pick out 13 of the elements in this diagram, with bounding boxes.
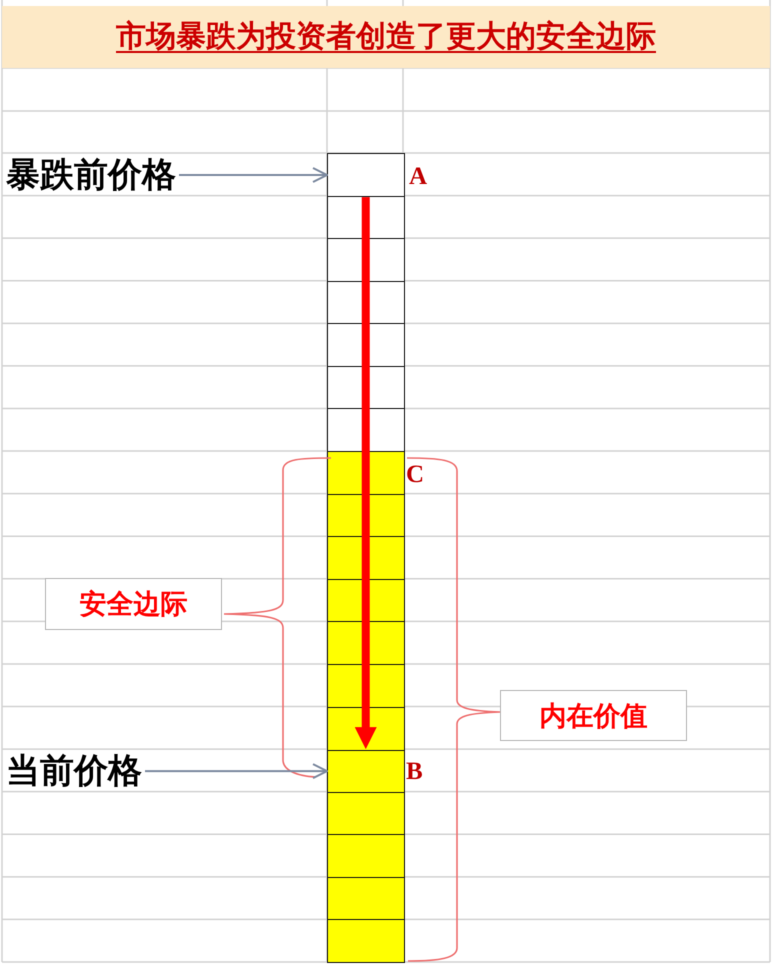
arrow <box>179 167 328 184</box>
arrow <box>145 763 328 780</box>
point-label: C <box>406 461 424 490</box>
title: 市场暴跌为投资者创造了更大的安全边际 <box>116 19 656 55</box>
table-cell <box>327 749 404 794</box>
callout-box: 内在价值 <box>500 690 687 741</box>
arrow <box>354 197 377 750</box>
callout-label: 当前价格 <box>6 752 142 792</box>
callout-label: 暴跌前价格 <box>6 156 176 196</box>
table-cell <box>327 153 404 198</box>
point-label: A <box>409 163 428 192</box>
callout-box: 安全边际 <box>45 578 222 630</box>
point-label: B <box>406 758 423 787</box>
